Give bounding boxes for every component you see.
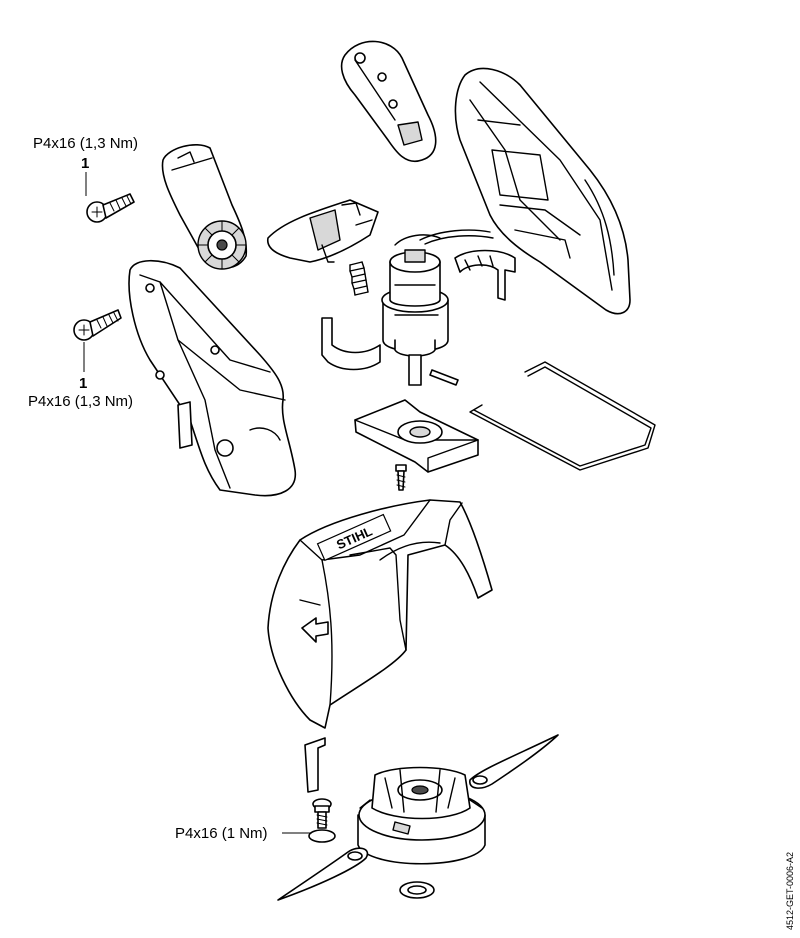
callout-1-spec: P4x16 (1,3 Nm) [33,135,139,152]
left-housing-half [128,259,297,497]
pin [429,369,459,386]
plastic-blade-left [277,847,369,901]
callout-3-spec: P4x16 (1 Nm) [175,825,268,842]
electric-motor [381,234,449,386]
switch-lever [161,144,248,270]
cutting-head [357,766,486,865]
screw-blade [308,798,336,843]
callout-1-number: 1 [81,155,90,172]
compression-spring [349,261,369,296]
callout-leaders [83,172,312,834]
retaining-ring [399,881,435,899]
stihl-logo: STIHL [316,513,392,562]
right-housing-half [454,67,631,315]
callout-2-spec: P4x16 (1,3 Nm) [28,393,134,410]
plastic-blade-right [469,734,559,789]
blade-retainer-bracket [304,737,326,793]
callout-2-number: 1 [79,375,88,392]
plate-screw [395,464,407,491]
motor-wires [419,229,494,245]
screw-lower [73,309,122,341]
switch-bracket [266,199,379,263]
upper-handle-half [340,40,437,163]
wire-bail [469,361,656,471]
motor-mount-clip-left [321,317,381,371]
motor-mounting-plate [354,399,479,473]
document-id: 4512-GET-0006-A2 [785,851,795,930]
screw-upper [86,193,135,223]
motor-mount-clip-right [454,249,516,301]
